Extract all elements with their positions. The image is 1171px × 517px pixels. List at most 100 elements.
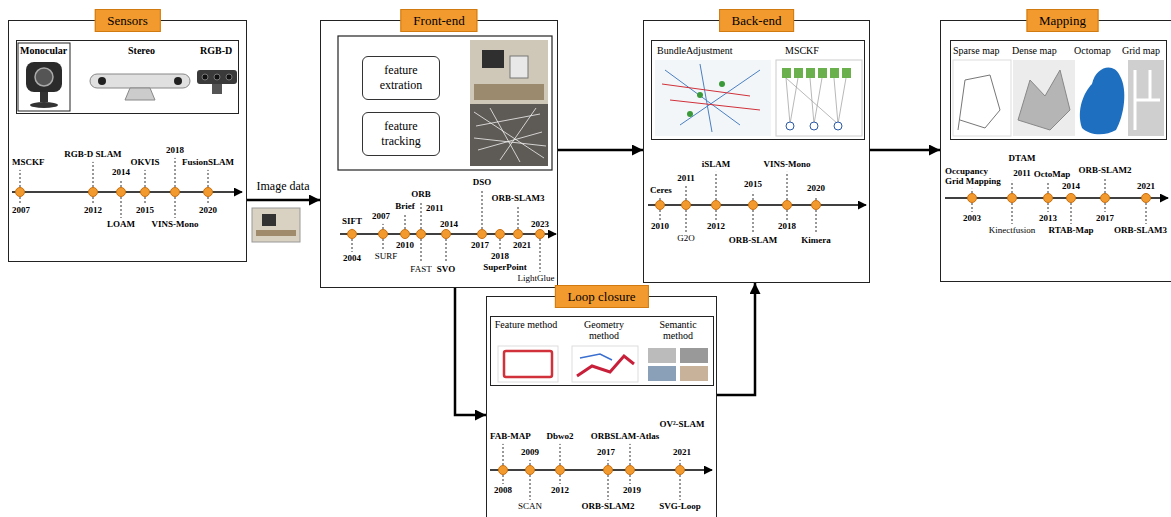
loop-trajectory — [580, 354, 612, 360]
flow-arrow — [870, 149, 940, 152]
process-box: feature tracking — [362, 112, 440, 156]
leader-line — [503, 475, 504, 484]
leader-line — [1105, 178, 1106, 193]
camera-stand — [212, 84, 222, 94]
semantic-image — [648, 366, 676, 381]
timeline-label: 2021 — [1137, 182, 1155, 192]
timeline-label: 2018 — [166, 146, 184, 156]
process-label: feature extration — [366, 63, 436, 93]
timeline-label: 2012 — [707, 222, 725, 232]
timeline-label: ORBSLAM-Atlas — [591, 432, 660, 442]
timeline-dot — [89, 188, 98, 197]
timeline-label: 2020 — [807, 184, 825, 194]
timeline-label: 2015 — [136, 206, 154, 216]
timeline-label: VINS-Mono — [763, 160, 810, 170]
leader-line — [753, 192, 754, 200]
timeline-label: OV²-SLAM — [659, 420, 704, 430]
timeline-label: 2021 — [513, 241, 531, 251]
timeline-dot — [1008, 194, 1017, 203]
leader-line — [680, 460, 681, 465]
stage-tab: Loop closure — [554, 285, 648, 308]
stage-panel: Feature methodGeometry methodSemantic me… — [486, 296, 717, 517]
photo — [470, 40, 548, 104]
timeline-dot — [204, 188, 213, 197]
leader-line — [630, 475, 631, 484]
photo-box — [510, 56, 528, 78]
leader-line — [540, 239, 541, 272]
timeline-label: LOAM — [107, 220, 135, 230]
loop-trajectory — [577, 356, 634, 376]
timeline-dot — [676, 466, 685, 475]
timeline-label: 2007 — [372, 212, 390, 222]
msckf-figure — [776, 60, 862, 136]
timeline-dot — [526, 466, 535, 475]
leader-line — [660, 198, 661, 200]
timeline-label: 2018 — [778, 222, 796, 232]
timeline-label: 2010 — [651, 222, 669, 232]
timeline-label: RGB-D SLAM — [64, 150, 121, 160]
leader-line — [93, 197, 94, 204]
timeline-label: OctoMap — [1034, 170, 1071, 180]
leader-line — [500, 239, 501, 250]
photo-table — [256, 230, 296, 236]
leader-line — [145, 197, 146, 204]
timeline-dot — [1044, 194, 1053, 203]
timeline-dot — [968, 194, 977, 203]
stage-tab: Mapping — [1026, 9, 1099, 32]
timeline-label: 2014 — [440, 220, 458, 230]
image-data-picture — [252, 208, 300, 242]
timeline-dot — [682, 201, 691, 210]
leader-line — [352, 239, 353, 252]
leader-line — [1048, 182, 1049, 193]
graph-edges — [786, 78, 846, 124]
timelines — [12, 158, 1168, 500]
leader-line — [787, 210, 788, 220]
timeline-label: FAB-MAP — [490, 432, 531, 442]
leader-line — [972, 189, 973, 193]
photo-monitor — [262, 214, 276, 226]
leader-line — [1012, 203, 1013, 224]
state-block — [806, 68, 815, 78]
timeline-label: 2021 — [673, 448, 691, 458]
camera-stand — [40, 92, 48, 102]
photo — [470, 104, 548, 166]
timeline-label: 2009 — [521, 448, 539, 458]
feature-loop-figure — [498, 346, 558, 382]
rgbd-camera — [197, 70, 237, 84]
camera-lens — [98, 77, 106, 85]
timeline-dot — [1067, 194, 1076, 203]
leader-line — [518, 206, 519, 229]
timeline-dot — [16, 188, 25, 197]
leader-line — [20, 197, 21, 204]
feature-node — [810, 122, 818, 130]
image-caption: BundleAdjustment — [657, 45, 733, 56]
image-caption: MSCKF — [785, 45, 819, 56]
timeline-dot — [812, 201, 821, 210]
timeline-label: 2010 — [396, 241, 414, 251]
timeline-label: G2O — [677, 234, 695, 244]
leader-line — [482, 190, 483, 229]
timeline-label: ORB-SLAM2 — [581, 502, 634, 512]
timeline-label: 2004 — [343, 254, 361, 264]
timeline-label: 2015 — [744, 180, 762, 190]
timeline-dot — [1101, 194, 1110, 203]
stereo-camera — [90, 74, 190, 88]
leader-line — [630, 444, 631, 465]
leader-line — [686, 186, 687, 200]
sparse-map-path — [958, 75, 1000, 130]
timeline-label: 2017 — [471, 241, 489, 251]
landmark — [697, 92, 703, 98]
timeline-label: ORB-SLAM — [729, 236, 778, 246]
timeline-dot — [656, 201, 665, 210]
flow-arrow — [455, 288, 486, 415]
timeline-dot — [536, 230, 545, 239]
image-caption: Feature method — [494, 319, 558, 330]
geometry-loop-figure — [572, 346, 638, 382]
timeline-label: DSO — [473, 178, 492, 188]
timeline-label: VINS-Mono — [151, 220, 198, 230]
timeline-axis — [945, 197, 1168, 199]
timeline-dot — [556, 466, 565, 475]
